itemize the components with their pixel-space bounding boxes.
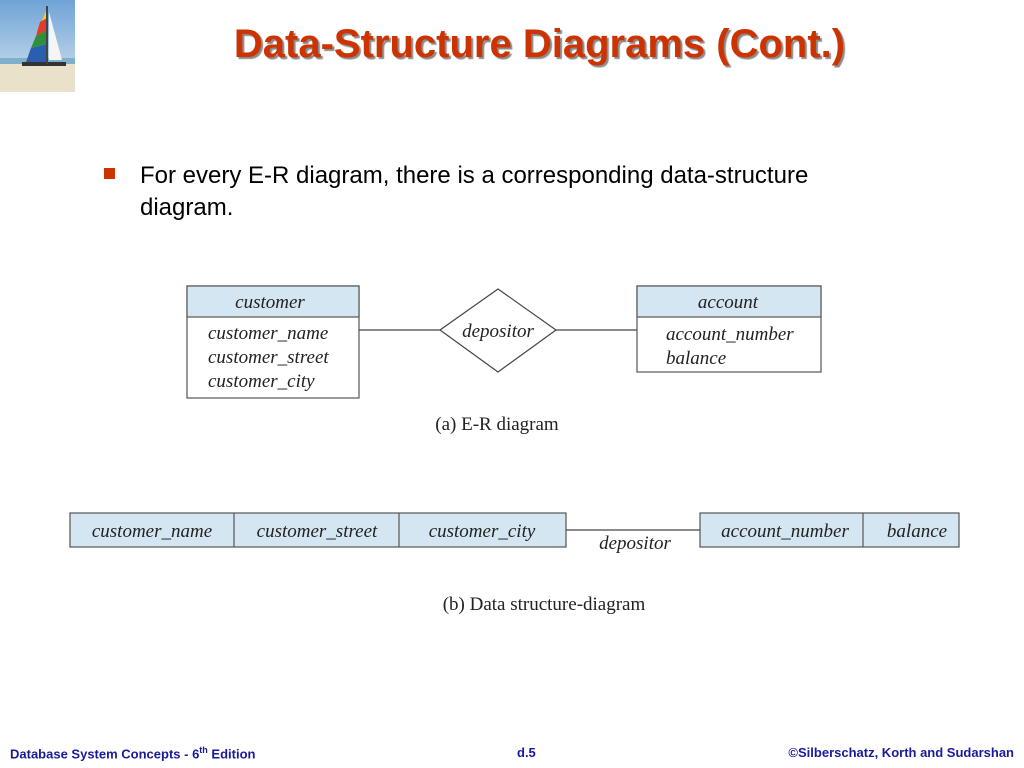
customer-attr-name: customer_name — [208, 323, 328, 344]
er-diagram: customer customer_name customer_street c… — [186, 285, 822, 435]
entity-account-name: account — [698, 292, 759, 313]
account-attr-number: account_number — [666, 324, 794, 345]
account-attr-balance: balance — [666, 348, 726, 369]
entity-customer-name: customer — [235, 292, 305, 313]
footer-book-sup: th — [199, 745, 208, 755]
ds-field-balance: balance — [887, 521, 947, 542]
customer-attr-street: customer_street — [208, 347, 329, 368]
relationship-depositor: depositor — [438, 288, 558, 373]
er-caption: (a) E-R diagram — [435, 414, 559, 435]
footer-book-suffix: Edition — [207, 746, 256, 762]
record-customer: customer_name customer_street customer_c… — [69, 512, 567, 548]
ds-field-customer-name: customer_name — [92, 521, 212, 542]
ds-field-account-number: account_number — [721, 521, 849, 542]
ds-link-label: depositor — [599, 533, 671, 554]
ds-field-customer-street: customer_street — [257, 521, 378, 542]
ds-caption: (b) Data structure-diagram — [443, 594, 646, 615]
ds-field-customer-city: customer_city — [429, 521, 536, 542]
footer-book-prefix: Database System Concepts - 6 — [10, 746, 200, 762]
footer-page-number: d.5 — [517, 745, 536, 760]
data-structure-diagram: customer_name customer_street customer_c… — [69, 512, 960, 615]
sailboat-logo — [0, 0, 75, 92]
relationship-label: depositor — [462, 321, 534, 342]
footer-book-title: Database System Concepts - 6th Edition — [10, 745, 255, 761]
slide-title: Data-Structure Diagrams (Cont.) — [233, 22, 846, 66]
record-account: account_number balance — [699, 512, 960, 548]
bullet-text: For every E-R diagram, there is a corres… — [140, 162, 809, 221]
customer-attr-city: customer_city — [208, 371, 315, 392]
entity-account: account account_number balance — [636, 285, 822, 373]
entity-customer: customer customer_name customer_street c… — [186, 285, 360, 399]
square-bullet-icon — [104, 168, 115, 179]
footer-copyright: ©Silberschatz, Korth and Sudarshan — [788, 745, 1014, 760]
